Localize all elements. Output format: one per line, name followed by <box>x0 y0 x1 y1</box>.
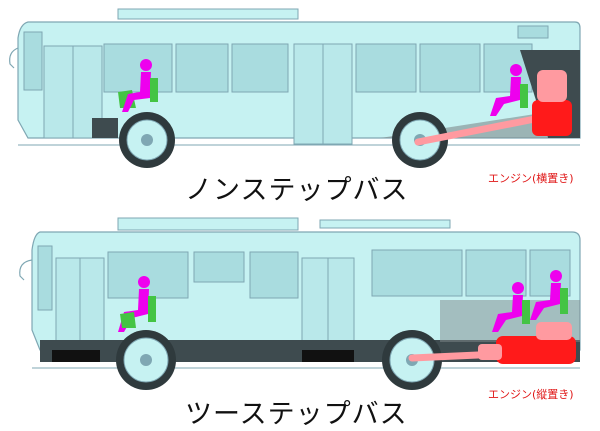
engine-longitudinal <box>496 336 576 364</box>
front-wheel <box>116 330 176 390</box>
roof-hatch <box>117 8 299 20</box>
window <box>231 43 289 93</box>
engine-transverse <box>532 100 572 136</box>
windshield <box>37 245 53 311</box>
step-plate <box>52 350 100 362</box>
front-wheel <box>119 112 175 168</box>
roof-hatch <box>117 217 299 231</box>
rear-passenger-figure <box>492 282 530 332</box>
windshield <box>23 31 43 91</box>
rear-passenger-figure <box>530 270 568 320</box>
caption-non-step-bus: ノンステップバス <box>185 175 409 206</box>
rear-passenger-figure <box>490 64 528 116</box>
side-mirror <box>9 47 19 69</box>
side-mirror <box>19 259 33 281</box>
caption-two-step-bus: ツーステップバス <box>185 399 408 430</box>
non-step-bus <box>9 8 581 168</box>
engine-longitudinal-upper <box>536 322 572 340</box>
step-plate <box>302 350 354 362</box>
window <box>249 251 299 299</box>
engine-label-transverse: エンジン(横置き) <box>488 172 574 185</box>
window <box>103 43 173 93</box>
driver-figure <box>118 59 158 112</box>
driveshaft <box>414 114 544 146</box>
window <box>107 251 189 299</box>
engine-label-longitudinal: エンジン(縦置き) <box>488 388 574 401</box>
window <box>355 43 417 93</box>
window <box>371 249 463 297</box>
window <box>175 43 229 93</box>
window <box>193 251 245 283</box>
two-step-bus <box>19 217 581 390</box>
window <box>419 43 481 93</box>
driver-figure <box>118 276 156 332</box>
engine-transverse-upper <box>537 70 567 102</box>
rear-sign <box>517 25 549 39</box>
